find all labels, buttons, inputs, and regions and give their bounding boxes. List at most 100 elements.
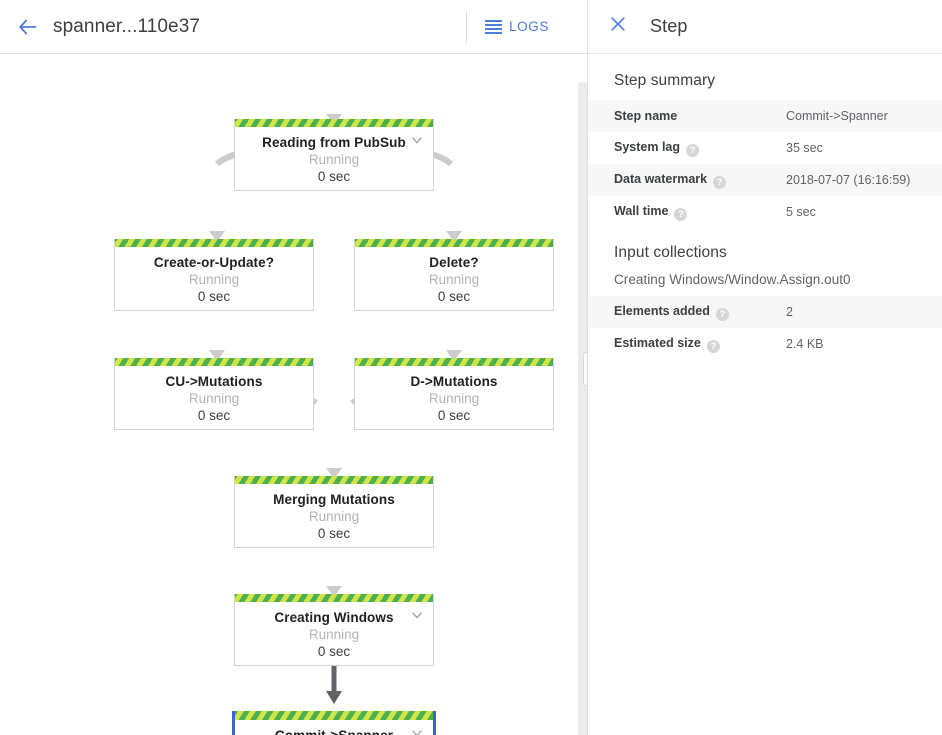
node-title: Commit->Spanner	[235, 727, 433, 735]
table-row: Data watermark? 2018-07-07 (16:16:59)	[588, 164, 942, 196]
node-title: Create-or-Update?	[153, 255, 275, 270]
help-icon[interactable]: ?	[713, 175, 727, 189]
node-time: 0 sec	[437, 289, 471, 304]
node-status: Running	[188, 391, 240, 406]
node-progress-stripe	[355, 358, 553, 366]
row-key-cell: Step name	[588, 100, 784, 132]
node-time: 0 sec	[317, 526, 351, 541]
node-title: D->Mutations	[410, 374, 498, 389]
node-body: Create-or-Update? Running 0 sec	[115, 247, 313, 305]
row-key-label: Wall time	[614, 203, 669, 218]
node-time: 0 sec	[317, 644, 351, 659]
node-progress-stripe	[235, 476, 433, 484]
node-body: D->Mutations Running 0 sec	[355, 366, 553, 424]
graph-node-creating-windows[interactable]: Creating Windows Running 0 sec	[234, 594, 434, 666]
node-body: Merging Mutations Running 0 sec	[235, 484, 433, 542]
chevron-down-icon[interactable]	[409, 725, 425, 735]
node-progress-stripe	[235, 119, 433, 127]
row-value-cell: 35 sec	[786, 141, 823, 155]
table-row: Elements added? 2	[588, 296, 942, 328]
node-time: 0 sec	[317, 169, 351, 184]
row-key-cell: Elements added?	[588, 296, 784, 328]
section-spacer	[588, 228, 942, 244]
help-icon[interactable]: ?	[686, 143, 700, 157]
row-value-cell: 2	[784, 296, 942, 328]
close-button[interactable]	[598, 7, 638, 47]
step-summary-table: Step name Commit->Spanner System lag? 35…	[588, 100, 942, 228]
node-status: Running	[188, 272, 240, 287]
row-key-cell: Estimated size?	[588, 328, 784, 360]
step-details-pane: Step Step summary Step name Commit->Span…	[588, 0, 942, 735]
table-row: Wall time? 5 sec	[588, 196, 942, 228]
node-body: Creating Windows Running 0 sec	[235, 602, 433, 660]
help-icon[interactable]: ?	[674, 207, 688, 221]
page-title: spanner...110e37	[53, 15, 201, 37]
chevron-down-icon[interactable]	[409, 132, 425, 148]
input-collections-heading: Input collections	[614, 244, 727, 261]
graph-node-commit-spanner[interactable]: Commit->Spanner Part running 5 sec	[232, 711, 436, 735]
node-time: 0 sec	[197, 408, 231, 423]
node-progress-stripe	[115, 239, 313, 247]
header-divider	[466, 10, 468, 43]
logs-button[interactable]: LOGS	[481, 15, 553, 38]
pipeline-graph-canvas[interactable]: Reading from PubSub Running 0 sec Create…	[0, 54, 587, 735]
logs-button-label: LOGS	[509, 19, 549, 34]
chevron-down-icon[interactable]	[409, 607, 425, 623]
node-time: 0 sec	[197, 289, 231, 304]
help-icon[interactable]: ?	[706, 339, 720, 353]
step-panel-header: Step	[588, 0, 942, 54]
input-collection-name: Creating Windows/Window.Assign.out0	[614, 272, 851, 287]
help-icon[interactable]: ?	[715, 307, 729, 321]
row-key-label: Elements added	[614, 303, 710, 318]
graph-scrollbar[interactable]	[578, 82, 587, 735]
node-time: 0 sec	[437, 408, 471, 423]
back-button[interactable]	[6, 5, 50, 49]
node-title: CU->Mutations	[165, 374, 263, 389]
table-row: Estimated size? 2.4 KB	[588, 328, 942, 360]
arrow-left-icon	[17, 16, 39, 38]
node-body: Reading from PubSub Running 0 sec	[235, 127, 433, 185]
table-row: System lag? 35 sec	[588, 132, 942, 164]
step-summary-heading: Step summary	[614, 72, 716, 89]
input-collections-table: Elements added? 2 Estimated size? 2.4 KB	[588, 296, 942, 360]
row-key-cell: System lag?	[588, 132, 784, 164]
node-progress-stripe	[115, 358, 313, 366]
graph-node-reading-from-pubsub[interactable]: Reading from PubSub Running 0 sec	[234, 119, 434, 191]
row-key-cell: Data watermark?	[588, 164, 784, 196]
table-row: Step name Commit->Spanner	[588, 100, 942, 132]
node-progress-stripe	[235, 711, 433, 720]
graph-node-cu-mutations[interactable]: CU->Mutations Running 0 sec	[114, 358, 314, 430]
panel-title: Step	[650, 16, 688, 36]
row-key-label: Data watermark	[614, 171, 708, 186]
node-status: Running	[428, 272, 480, 287]
close-icon	[608, 14, 628, 39]
node-status: Running	[308, 509, 360, 524]
node-status: Running	[308, 627, 360, 642]
row-key-cell: Wall time?	[588, 196, 784, 228]
graph-node-d-mutations[interactable]: D->Mutations Running 0 sec	[354, 358, 554, 430]
row-key-label: System lag	[614, 139, 681, 154]
graph-node-create-or-update[interactable]: Create-or-Update? Running 0 sec	[114, 239, 314, 311]
panel-resize-handle[interactable]	[583, 352, 587, 386]
node-progress-stripe	[235, 594, 433, 602]
row-key-label: Estimated size	[614, 335, 701, 350]
node-title: Merging Mutations	[273, 492, 395, 507]
graph-node-merging-mutations[interactable]: Merging Mutations Running 0 sec	[234, 476, 434, 548]
node-body: CU->Mutations Running 0 sec	[115, 366, 313, 424]
node-status: Running	[308, 152, 360, 167]
row-key-label: Step name	[614, 109, 678, 123]
job-graph-pane: spanner...110e37 LOGS	[0, 0, 588, 735]
row-value-cell: 2018-07-07 (16:16:59)	[784, 164, 942, 196]
node-title: Delete?	[429, 255, 479, 270]
job-header: spanner...110e37 LOGS	[0, 0, 587, 54]
row-value-cell: 2.4 KB	[786, 337, 824, 351]
node-body: Delete? Running 0 sec	[355, 247, 553, 305]
node-title: Reading from PubSub	[262, 135, 406, 150]
graph-node-delete[interactable]: Delete? Running 0 sec	[354, 239, 554, 311]
logs-icon	[485, 19, 503, 34]
row-value-cell: 5 sec	[786, 205, 816, 219]
node-body: Commit->Spanner Part running 5 sec	[235, 720, 433, 735]
row-value-cell: Commit->Spanner	[784, 100, 942, 132]
node-title: Creating Windows	[274, 610, 394, 625]
